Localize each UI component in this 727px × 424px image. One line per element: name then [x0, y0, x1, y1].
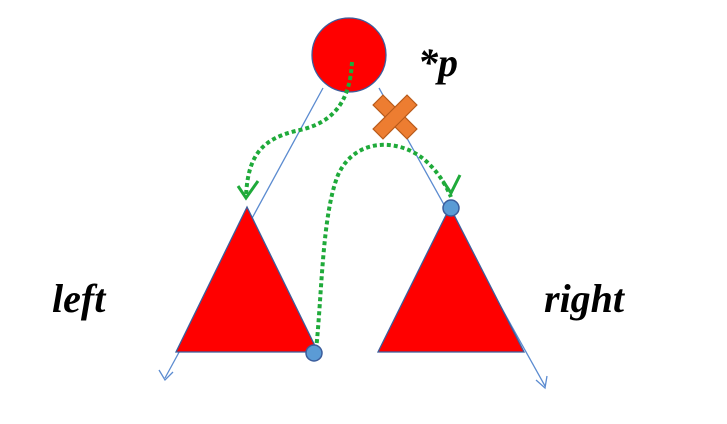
- left-subtree-triangle: [174, 205, 320, 353]
- left-label: left: [52, 276, 107, 321]
- connection-dot-right: [442, 199, 460, 217]
- checkmark-icon: [441, 174, 462, 196]
- root-label: *p: [418, 40, 458, 85]
- right-subtree-triangle: [376, 205, 526, 353]
- path-left-to-right: [314, 142, 453, 351]
- x-mark-icon: [372, 94, 418, 140]
- checkmark-icon: [236, 180, 260, 201]
- connection-dot-left: [305, 344, 323, 362]
- left-edge-arrowhead: [158, 369, 174, 382]
- path-root-to-left: [244, 61, 354, 197]
- root-node: [311, 17, 387, 93]
- right-edge-arrowhead: [535, 375, 548, 390]
- right-label: right: [544, 276, 626, 321]
